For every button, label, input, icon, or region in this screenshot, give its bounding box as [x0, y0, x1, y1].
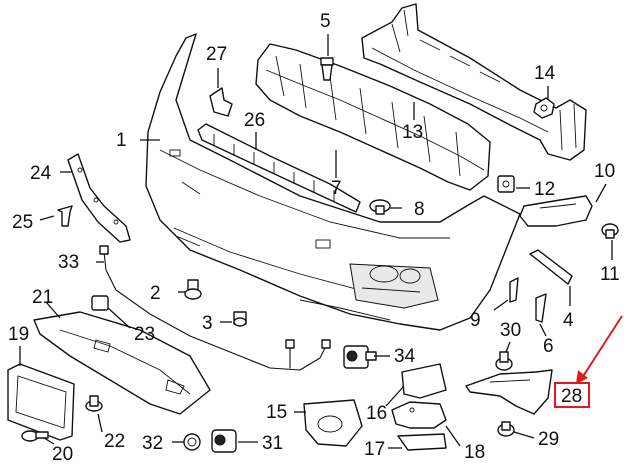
callout-13: 13 [402, 122, 423, 143]
callout-6: 6 [543, 336, 554, 357]
push-pin-5 [320, 57, 334, 81]
trim-strip-4 [529, 249, 573, 285]
cover-17 [397, 433, 447, 451]
callout-18: 18 [464, 442, 485, 463]
callout-20: 20 [52, 444, 73, 464]
callout-27: 27 [206, 44, 227, 65]
callout-10: 10 [594, 161, 615, 182]
callout-31: 31 [262, 433, 283, 454]
clip-23 [91, 295, 109, 311]
callout-21: 21 [32, 287, 53, 308]
callout-26: 26 [244, 110, 265, 131]
callout-3: 3 [202, 313, 213, 334]
highlight-callout-28 [554, 315, 623, 408]
bracket-18 [391, 401, 447, 429]
callout-8: 8 [414, 199, 425, 220]
nut-14 [533, 97, 555, 119]
callout-33: 33 [58, 252, 79, 273]
callout-7: 7 [331, 178, 342, 199]
callout-9: 9 [470, 310, 481, 331]
callout-32: 32 [142, 433, 163, 454]
callout-23: 23 [134, 324, 155, 345]
bracket-27 [209, 87, 233, 117]
wire-harness [99, 245, 331, 371]
bumper-reinforcement-beam [361, 3, 587, 161]
callout-24: 24 [30, 163, 52, 184]
pin-2 [184, 279, 202, 300]
callout-11: 11 [600, 264, 620, 285]
callout-25: 25 [12, 212, 33, 233]
callout-28: 28 [561, 386, 582, 407]
pin-25 [57, 205, 73, 227]
callout-30: 30 [500, 320, 521, 341]
callout-14: 14 [534, 63, 556, 84]
callout-15: 15 [266, 402, 287, 423]
license-plate-bracket [7, 363, 75, 441]
callout-1: 1 [116, 130, 127, 151]
bumper-cover [145, 33, 521, 331]
callout-29: 29 [538, 429, 559, 450]
bracket-10 [519, 195, 593, 227]
side-retainer-strip [67, 153, 131, 243]
pin-6 [535, 293, 547, 323]
callout-5: 5 [320, 11, 331, 32]
skid-plate [33, 311, 211, 415]
pin-29 [497, 421, 515, 437]
callout-4: 4 [563, 310, 574, 331]
clip-12 [497, 175, 515, 193]
bracket-16 [401, 363, 447, 399]
callout-17: 17 [364, 439, 385, 460]
callout-19: 19 [8, 324, 29, 345]
pin-22 [85, 395, 103, 412]
lower-bracket-28 [465, 369, 553, 415]
screw-20 [21, 430, 49, 442]
pin-3 [233, 311, 247, 327]
screw-11 [601, 223, 619, 239]
callout-labels: 1 2 3 4 5 6 7 8 9 10 11 12 13 14 15 16 1… [8, 11, 620, 464]
screw-8 [369, 199, 391, 215]
callout-2: 2 [150, 283, 161, 304]
ring-32 [183, 433, 201, 451]
support-strip [197, 123, 361, 213]
callout-34: 34 [394, 346, 416, 367]
callout-16: 16 [366, 403, 387, 424]
callout-12: 12 [534, 179, 555, 200]
pin-9 [509, 277, 519, 303]
sensor-31 [211, 429, 237, 453]
callout-22: 22 [104, 431, 125, 452]
parking-sensor-34 [343, 345, 377, 369]
bezel-15 [303, 399, 363, 447]
leader-lines [19, 34, 613, 449]
pin-30 [495, 351, 513, 371]
